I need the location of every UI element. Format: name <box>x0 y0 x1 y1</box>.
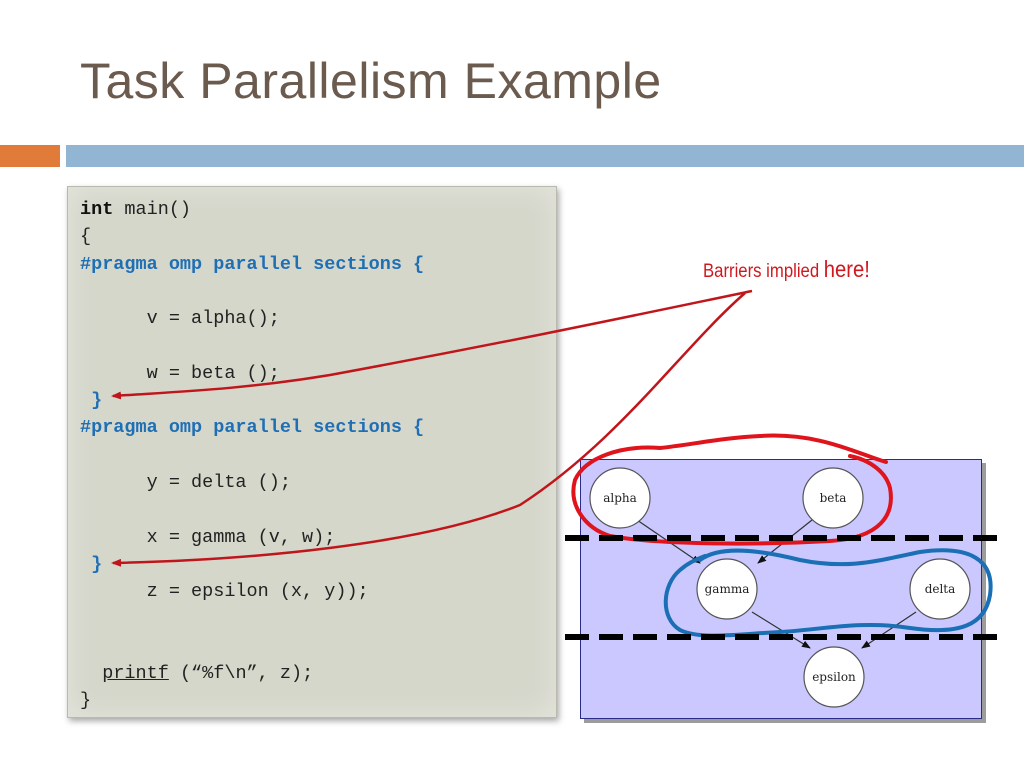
code-stmt-w: w = beta (); <box>80 362 280 384</box>
code-panel <box>67 186 557 718</box>
node-gamma: gamma <box>696 558 758 620</box>
red-group-outline <box>571 433 893 546</box>
code-stmt-z: z = epsilon (x, y)); <box>80 581 369 603</box>
code-close-brace: } <box>80 690 92 712</box>
node-epsilon-label: epsilon <box>812 670 856 684</box>
code-type-keyword: int <box>80 199 114 220</box>
code-pragma-2: #pragma omp parallel sections { <box>80 417 425 439</box>
code-main-signature: main() <box>113 199 192 220</box>
code-listing: int main() { #pragma omp parallel sectio… <box>80 196 424 715</box>
slide-title: Task Parallelism Example <box>80 53 662 109</box>
barrier-annotation-text: Barriers implied <box>703 261 824 282</box>
code-printf-fn: printf <box>102 663 169 685</box>
blue-group-outline <box>663 548 993 638</box>
barrier-arrow-1 <box>111 289 753 400</box>
accent-bar-blue <box>66 145 1024 167</box>
code-stmt-x: x = gamma (v, w); <box>80 526 336 548</box>
code-close-section-1: } <box>80 390 103 412</box>
accent-bar-orange <box>0 145 60 167</box>
node-beta: beta <box>802 467 864 529</box>
node-delta-label: delta <box>925 582 956 596</box>
code-printf-args: (“%f\n”, z); <box>168 663 314 685</box>
code-close-section-2: } <box>80 553 103 575</box>
code-open-brace: { <box>80 226 92 248</box>
node-delta: delta <box>909 558 971 620</box>
node-beta-label: beta <box>820 491 847 505</box>
node-gamma-label: gamma <box>705 582 750 596</box>
barrier-annotation-emphasis: here! <box>823 256 870 282</box>
code-pragma-1: #pragma omp parallel sections { <box>80 253 425 275</box>
edge-delta-epsilon <box>861 611 917 649</box>
node-alpha: alpha <box>589 467 651 529</box>
node-epsilon: epsilon <box>803 646 865 708</box>
code-stmt-y: y = delta (); <box>80 471 291 493</box>
barrier-arrow-2 <box>111 292 746 567</box>
node-alpha-label: alpha <box>603 491 637 505</box>
code-stmt-v: v = alpha(); <box>80 308 280 330</box>
barrier-annotation: Barriers implied here! <box>703 256 870 283</box>
